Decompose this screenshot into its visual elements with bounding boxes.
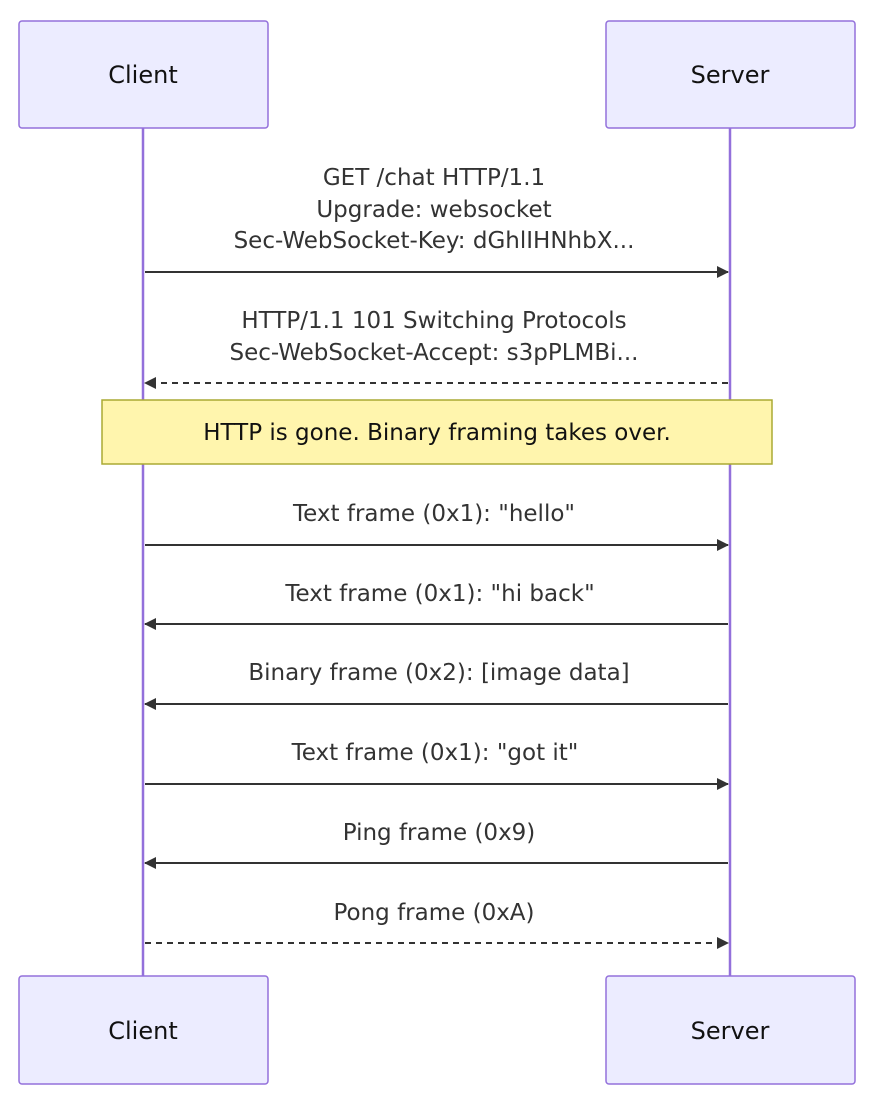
server-actor-top-label: Server [691, 61, 770, 89]
message-label: Sec-WebSocket-Key: dGhlIHNhbX... [234, 228, 635, 254]
note-text: HTTP is gone. Binary framing takes over. [203, 420, 671, 446]
message-label: Binary frame (0x2): [image data] [248, 660, 629, 686]
message-ping: Ping frame (0x9) [144, 820, 728, 869]
message-label: Pong frame (0xA) [333, 900, 534, 926]
client-actor-bottom: Client [18, 975, 269, 1085]
client-actor-bottom-label: Client [108, 1017, 177, 1045]
message-label: Text frame (0x1): "hello" [292, 501, 575, 527]
note-binary-framing: HTTP is gone. Binary framing takes over. [101, 399, 773, 465]
server-actor-bottom-label: Server [691, 1017, 770, 1045]
message-label: Ping frame (0x9) [343, 820, 536, 846]
message-label: Text frame (0x1): "got it" [291, 740, 579, 766]
message-label: Upgrade: websocket [316, 197, 551, 223]
server-actor-top: Server [605, 20, 856, 129]
message-text-hello: Text frame (0x1): "hello" [145, 501, 729, 551]
message-label: Text frame (0x1): "hi back" [284, 581, 594, 607]
message-handshake-request: GET /chat HTTP/1.1 Upgrade: websocket Se… [145, 165, 729, 278]
client-actor-top: Client [18, 20, 269, 129]
server-actor-bottom: Server [605, 975, 856, 1085]
message-handshake-response: HTTP/1.1 101 Switching Protocols Sec-Web… [144, 308, 728, 389]
message-label: GET /chat HTTP/1.1 [323, 165, 545, 191]
message-text-hi-back: Text frame (0x1): "hi back" [144, 581, 728, 630]
message-binary-image: Binary frame (0x2): [image data] [144, 660, 728, 710]
message-pong: Pong frame (0xA) [145, 900, 729, 949]
client-actor-top-label: Client [108, 61, 177, 89]
message-text-got-it: Text frame (0x1): "got it" [145, 740, 729, 790]
message-label: HTTP/1.1 101 Switching Protocols [241, 308, 626, 334]
message-label: Sec-WebSocket-Accept: s3pPLMBi... [230, 340, 639, 366]
